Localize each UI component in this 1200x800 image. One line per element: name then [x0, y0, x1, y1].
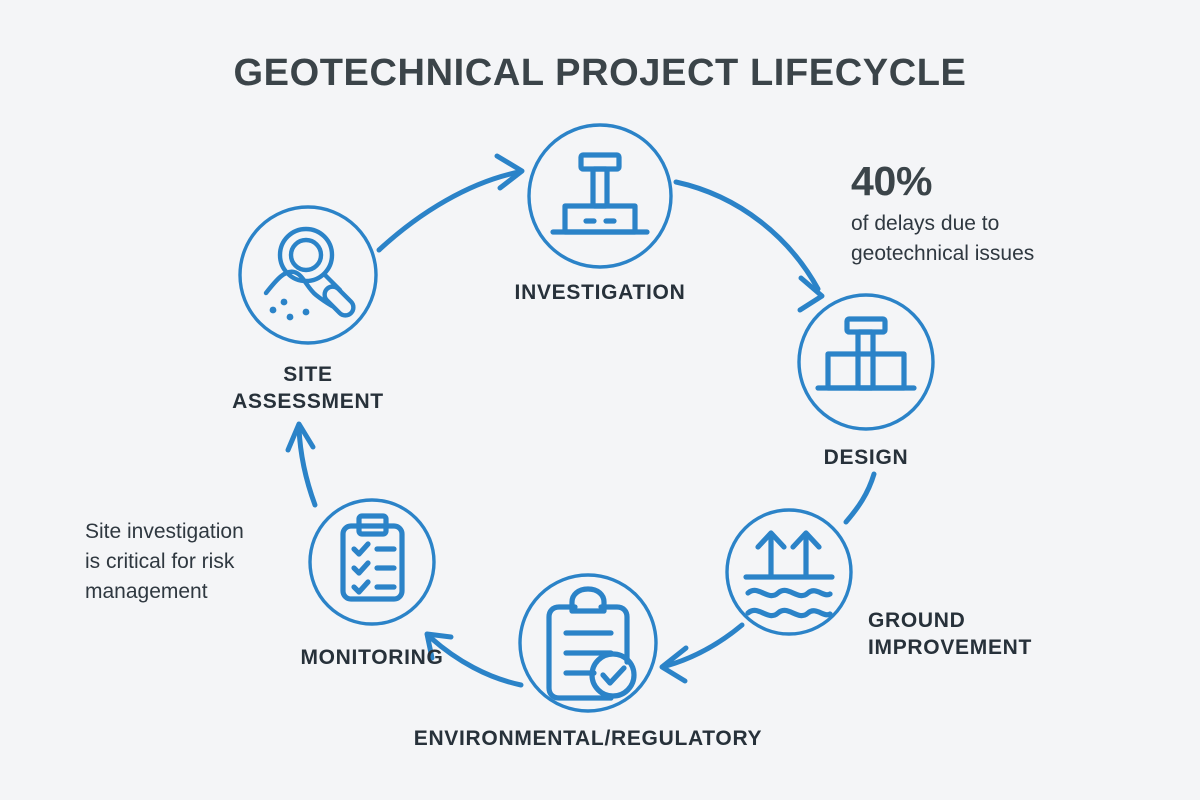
stat-description: of delays due to geotechnical issues [851, 212, 1035, 265]
pile-foundation-icon [815, 316, 917, 391]
node-circle [527, 123, 673, 269]
clipboard-checklist-icon [340, 513, 405, 602]
node-monitoring[interactable] [308, 498, 436, 626]
stat-callout: 40% of delays due to geotechnical issues [851, 158, 1151, 269]
arrow-design-to-ground-improvement [843, 471, 877, 525]
node-circle [797, 293, 935, 431]
node-label-environmental-regulatory: ENVIRONMENTAL/REGULATORY [413, 727, 763, 750]
arrow-ground-improvement-to-environmental [659, 622, 745, 684]
node-circle [308, 498, 436, 626]
node-label-monitoring: MONITORING [300, 646, 444, 669]
ground-uplift-waves-icon [743, 530, 835, 619]
node-investigation[interactable] [527, 123, 673, 269]
node-circle [518, 573, 658, 713]
drill-rig-icon [550, 152, 650, 235]
magnifier-over-soil-icon [263, 226, 356, 321]
page-title: GEOTECHNICAL PROJECT LIFECYCLE [233, 52, 967, 94]
node-circle [238, 205, 378, 345]
clipboard-check-icon [546, 586, 637, 701]
stat-value: 40% [851, 158, 933, 204]
node-label-ground-improvement: GROUND IMPROVEMENT [868, 609, 1033, 659]
node-label-design: DESIGN [823, 446, 909, 469]
note-text: Site investigation is critical for risk … [85, 520, 244, 603]
arrow-environmental-to-monitoring [424, 631, 524, 688]
node-circle [725, 508, 853, 636]
arrow-site-assessment-to-investigation [376, 153, 525, 253]
note-callout: Site investigation is critical for risk … [85, 517, 315, 606]
node-label-site-assessment: SITE ASSESSMENT [232, 363, 384, 413]
node-label-investigation: INVESTIGATION [514, 281, 686, 304]
arrow-monitoring-to-site-assessment [285, 421, 318, 508]
node-ground-improvement[interactable] [725, 508, 853, 636]
node-design[interactable] [797, 293, 935, 431]
node-environmental-regulatory[interactable] [518, 573, 658, 713]
node-site-assessment[interactable] [238, 205, 378, 345]
arrow-investigation-to-design [673, 179, 825, 313]
